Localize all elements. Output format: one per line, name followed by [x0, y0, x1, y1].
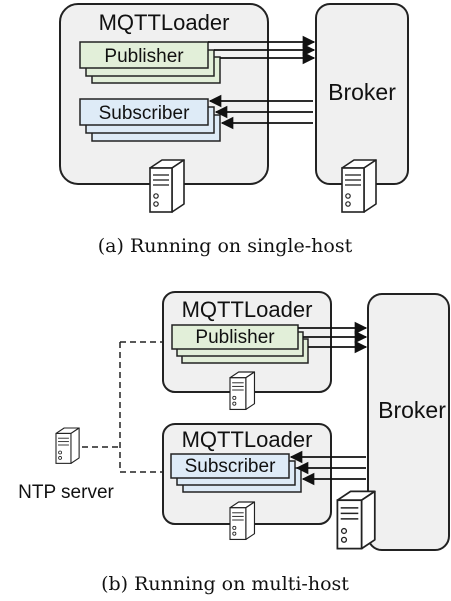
diagram-single-host: MQTTLoader Broker Publisher Subscriber: [59, 3, 409, 257]
subscriber-stack: Subscriber: [170, 453, 302, 493]
mqttloader-title-publisher: MQTTLoader: [182, 297, 313, 322]
ntp-server-label: NTP server: [18, 482, 114, 503]
server-icon: [341, 159, 377, 213]
broker-label: Broker: [328, 79, 396, 105]
subscriber-label: Subscriber: [185, 456, 276, 477]
subscriber-box: [170, 453, 290, 479]
server-icon: [336, 490, 376, 550]
publisher-stack: Publisher: [79, 41, 221, 84]
publisher-stack: Publisher: [171, 324, 309, 364]
subscriber-label: Subscriber: [99, 103, 190, 124]
broker-box: [367, 293, 450, 551]
diagram-multi-host: Broker MQTTLoader Publisher MQTTLoader S…: [18, 291, 450, 595]
broker-label: Broker: [378, 397, 446, 423]
mqttloader-title-subscriber: MQTTLoader: [182, 427, 313, 452]
server-icon: [229, 371, 256, 411]
publisher-label: Publisher: [195, 327, 275, 348]
server-icon: [149, 159, 185, 213]
server-icon: [229, 501, 256, 541]
publisher-label: Publisher: [104, 46, 184, 67]
subscribe-arrows: [208, 94, 313, 130]
subscribe-arrows: [289, 450, 366, 486]
publisher-box: [79, 41, 209, 69]
publish-arrows: [298, 321, 368, 354]
server-icon: [55, 427, 80, 464]
subscriber-stack: Subscriber: [79, 98, 221, 142]
mqttloader-title: MQTTLoader: [99, 10, 230, 35]
publish-arrows: [208, 35, 316, 65]
ntp-sync-lines: [82, 341, 163, 473]
publisher-box: [171, 324, 299, 350]
caption-a: (a) Running on single-host: [98, 235, 353, 257]
caption-b: (b) Running on multi-host: [101, 573, 349, 595]
subscriber-box: [79, 98, 209, 126]
